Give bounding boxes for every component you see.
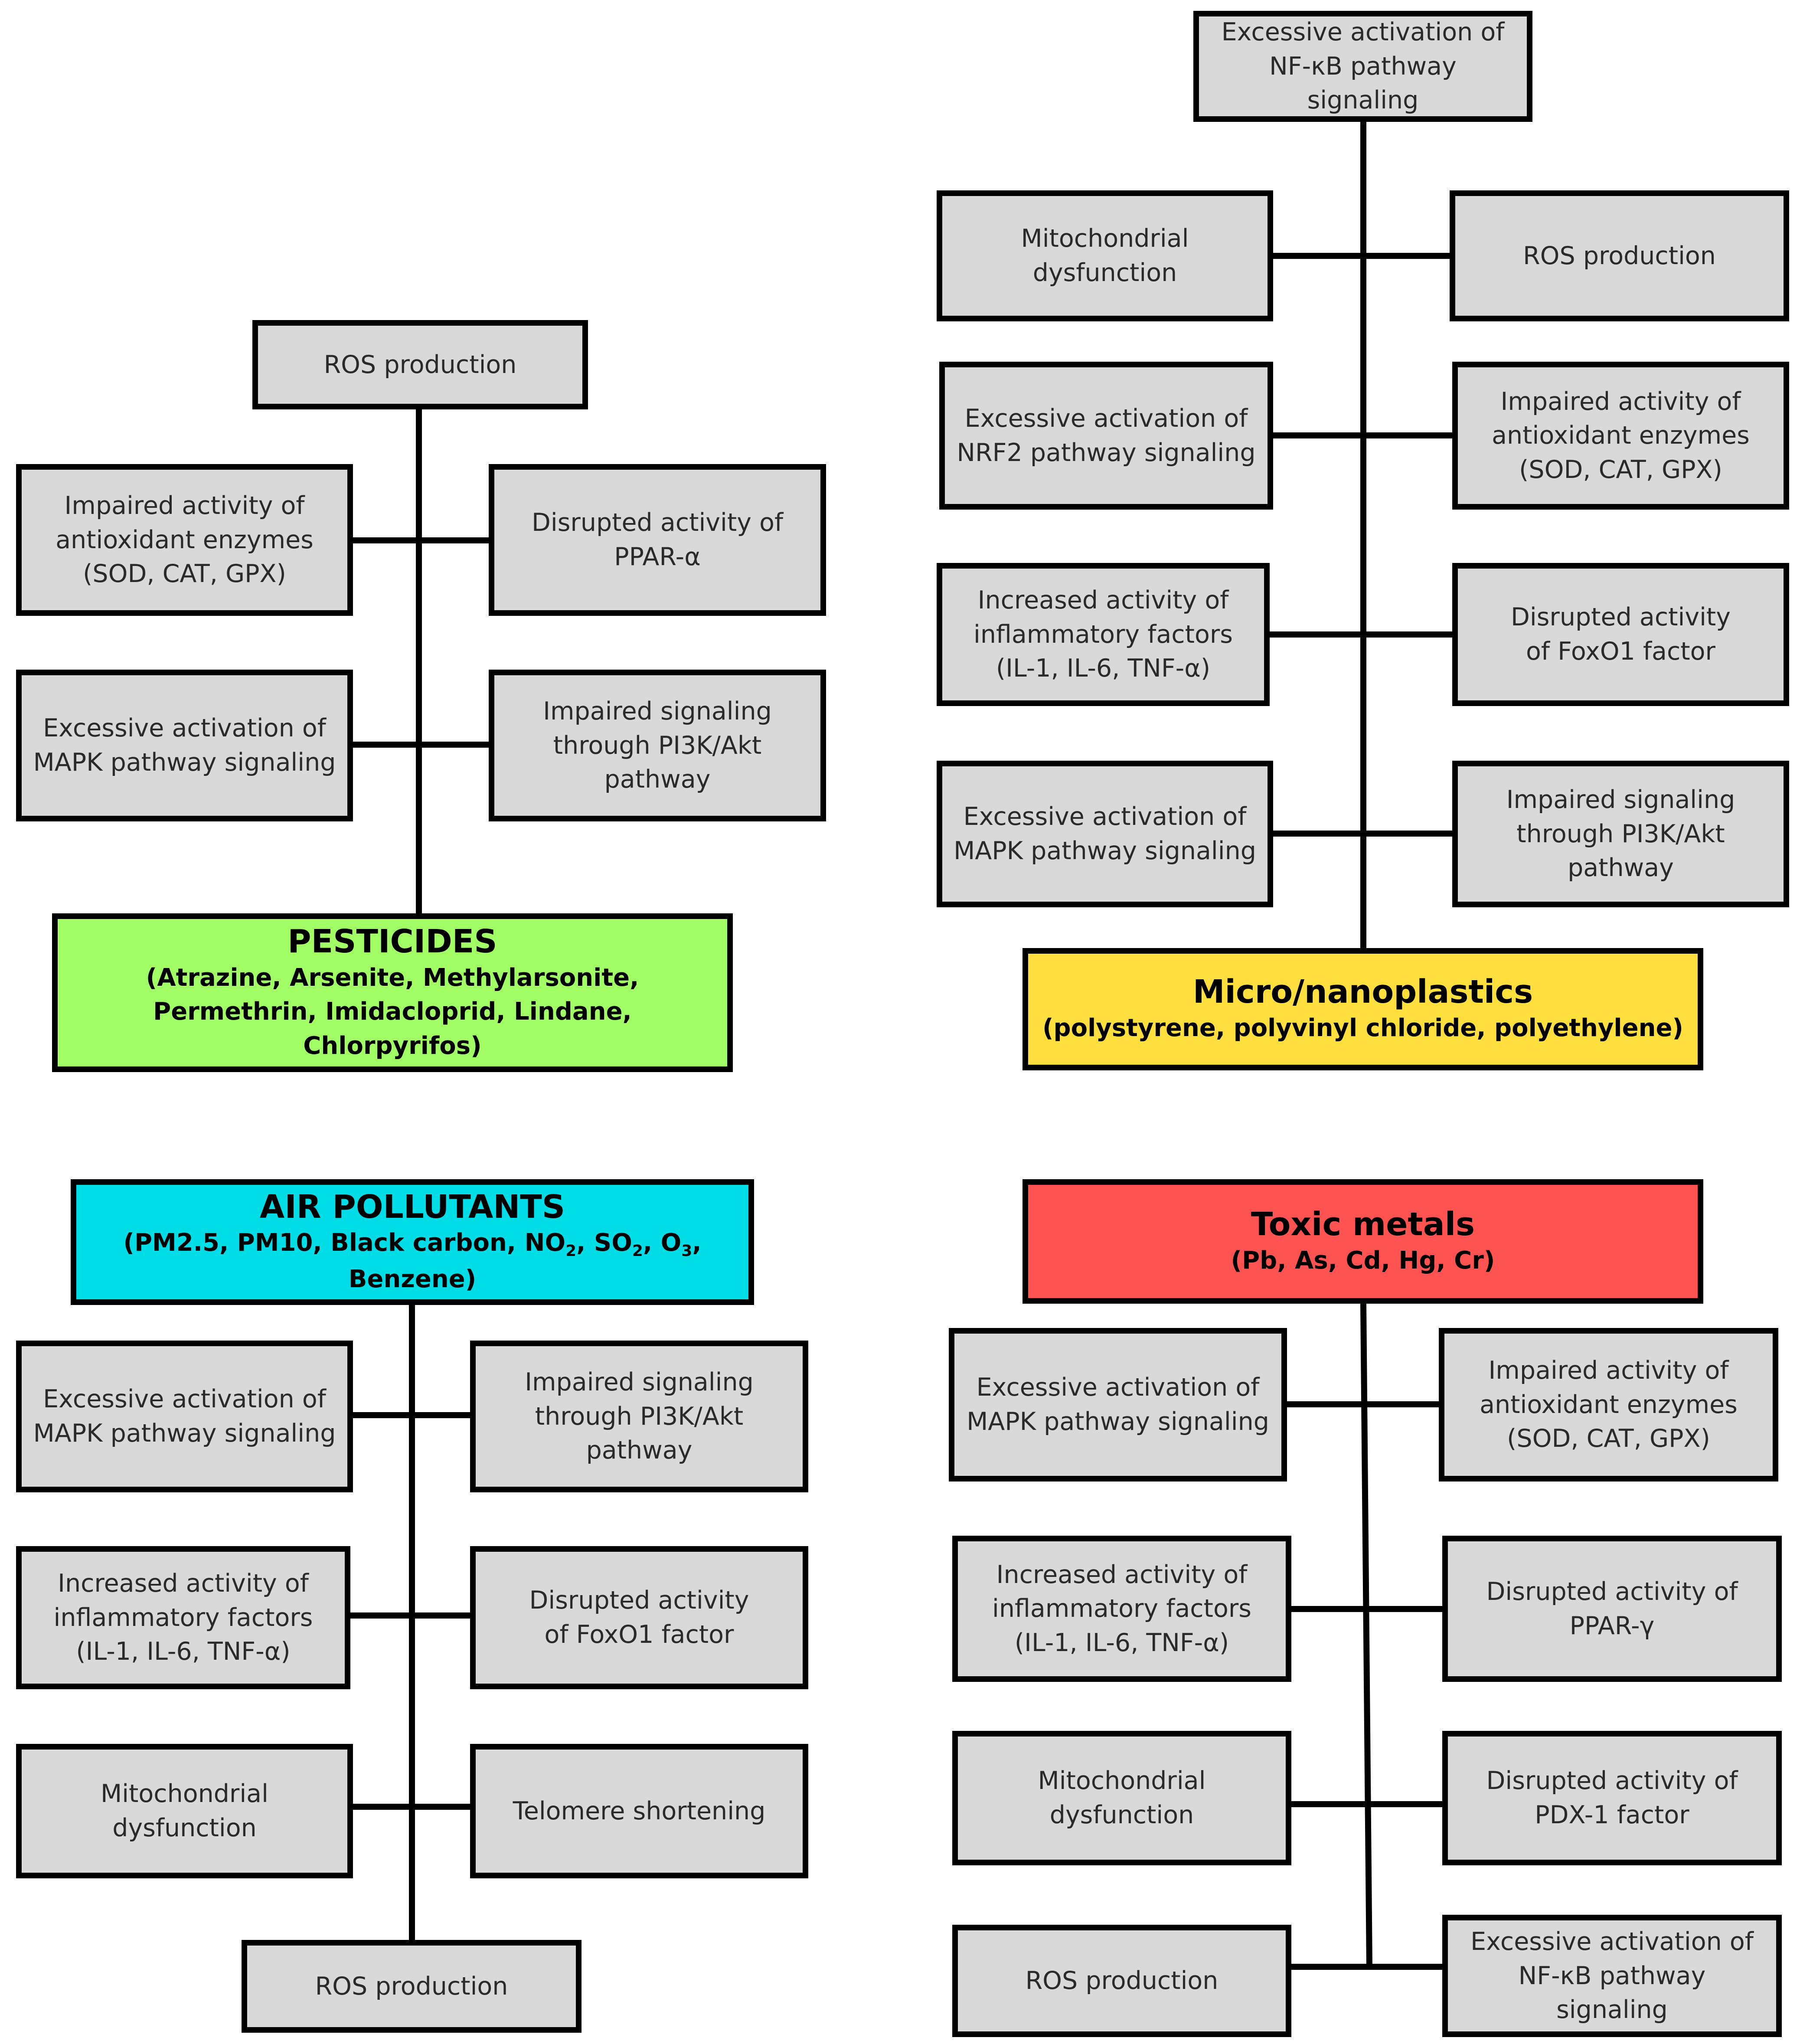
box-label: Telomere shortening [513, 1796, 766, 1825]
air-ros-box: ROS production [242, 1940, 581, 2033]
header-subtitle: (Pb, As, Cd, Hg, Cr) [1231, 1246, 1495, 1275]
box-label: Impaired activity of antioxidant enzymes… [1492, 387, 1750, 484]
metals-mapk-box: Excessive activation of MAPK pathway sig… [949, 1328, 1287, 1481]
plastics-nrf2-box: Excessive activation of NRF2 pathway sig… [939, 362, 1273, 510]
box-label: Impaired signaling through PI3K/Akt path… [1506, 785, 1735, 883]
box-label: Excessive activation of MAPK pathway sig… [33, 1385, 336, 1448]
header-title: AIR POLLUTANTS [259, 1188, 565, 1226]
metals-ros-box: ROS production [952, 1925, 1291, 2037]
pesticides-header: PESTICIDES (Atrazine, Arsenite, Methylar… [52, 913, 733, 1072]
metals-pparg-box: Disrupted activity of PPAR-γ [1442, 1536, 1782, 1682]
box-label: ROS production [1025, 1966, 1219, 1995]
plastics-antioxidant-box: Impaired activity of antioxidant enzymes… [1452, 362, 1789, 510]
box-label: Impaired activity of antioxidant enzymes… [1480, 1356, 1738, 1453]
box-label: Disrupted activity of PDX-1 factor [1486, 1766, 1738, 1829]
air-pi3k-box: Impaired signaling through PI3K/Akt path… [470, 1341, 808, 1492]
box-label: ROS production [323, 350, 517, 379]
box-label: Disrupted activity of FoxO1 factor [1511, 603, 1731, 666]
plastics-mapk-box: Excessive activation of MAPK pathway sig… [937, 761, 1273, 907]
box-label: Disrupted activity of PPAR-γ [1486, 1577, 1738, 1640]
header-title: PESTICIDES [287, 923, 497, 961]
box-label: Excessive activation of NRF2 pathway sig… [957, 404, 1256, 467]
box-label: Disrupted activity of FoxO1 factor [529, 1586, 749, 1649]
plastics-inflam-box: Increased activity of inflammatory facto… [937, 563, 1270, 706]
pesticides-ppar-box: Disrupted activity of PPAR-α [489, 464, 826, 616]
plastics-nfkb-box: Excessive activation of NF-κB pathway si… [1193, 11, 1532, 122]
plastics-header: Micro/nanoplastics (polystyrene, polyvin… [1023, 948, 1703, 1070]
metals-inflam-box: Increased activity of inflammatory facto… [952, 1536, 1291, 1682]
air-mito-box: Mitochondrial dysfunction [16, 1744, 353, 1878]
air-foxo1-box: Disrupted activity of FoxO1 factor [470, 1546, 808, 1689]
box-label: Excessive activation of NF-κB pathway si… [1470, 1927, 1754, 2024]
box-label: Excessive activation of MAPK pathway sig… [967, 1373, 1269, 1436]
box-label: Mitochondrial dysfunction [1038, 1766, 1206, 1829]
pesticides-pi3k-box: Impaired signaling through PI3K/Akt path… [489, 670, 826, 821]
plastics-pi3k-box: Impaired signaling through PI3K/Akt path… [1452, 761, 1789, 907]
pesticides-mapk-box: Excessive activation of MAPK pathway sig… [16, 670, 353, 821]
box-label: Disrupted activity of PPAR-α [531, 508, 784, 571]
box-label: Impaired signaling through PI3K/Akt path… [525, 1368, 754, 1465]
box-label: Mitochondrial dysfunction [1021, 224, 1189, 287]
header-title: Toxic metals [1251, 1205, 1475, 1243]
metals-nfkb-box: Excessive activation of NF-κB pathway si… [1442, 1915, 1782, 2037]
pesticides-ros-box: ROS production [252, 320, 588, 409]
air-header: AIR POLLUTANTS (PM2.5, PM10, Black carbo… [71, 1179, 754, 1305]
box-label: Impaired activity of antioxidant enzymes… [56, 491, 314, 589]
box-label: ROS production [1523, 241, 1716, 270]
box-label: Increased activity of inflammatory facto… [992, 1560, 1251, 1657]
pesticides-antioxidant-box: Impaired activity of antioxidant enzymes… [16, 464, 353, 616]
box-label: Increased activity of inflammatory facto… [53, 1569, 313, 1666]
air-mapk-box: Excessive activation of MAPK pathway sig… [16, 1341, 353, 1492]
box-label: Excessive activation of MAPK pathway sig… [954, 802, 1256, 865]
box-label: Mitochondrial dysfunction [101, 1779, 268, 1842]
box-label: Excessive activation of MAPK pathway sig… [33, 714, 336, 777]
header-subtitle: (Atrazine, Arsenite, Methylarsonite, Per… [146, 963, 639, 1060]
plastics-foxo1-box: Disrupted activity of FoxO1 factor [1452, 563, 1789, 706]
header-title: Micro/nanoplastics [1192, 973, 1533, 1011]
plastics-mito-box: Mitochondrial dysfunction [937, 190, 1273, 321]
metals-antioxidant-box: Impaired activity of antioxidant enzymes… [1439, 1328, 1778, 1481]
box-label: Excessive activation of NF-κB pathway si… [1221, 18, 1505, 115]
header-subtitle: (polystyrene, polyvinyl chloride, polyet… [1042, 1014, 1684, 1043]
box-label: Increased activity of inflammatory facto… [974, 586, 1233, 683]
metals-pdx1-box: Disrupted activity of PDX-1 factor [1442, 1731, 1782, 1865]
air-telomere-box: Telomere shortening [470, 1744, 808, 1878]
header-subtitle: (PM2.5, PM10, Black carbon, NO2, SO2, O3… [123, 1229, 702, 1293]
metals-mito-box: Mitochondrial dysfunction [952, 1731, 1291, 1865]
air-inflam-box: Increased activity of inflammatory facto… [16, 1546, 350, 1689]
plastics-ros-box: ROS production [1450, 190, 1789, 321]
box-label: Impaired signaling through PI3K/Akt path… [543, 697, 772, 794]
box-label: ROS production [315, 1972, 508, 2001]
metals-header: Toxic metals (Pb, As, Cd, Hg, Cr) [1023, 1179, 1703, 1304]
